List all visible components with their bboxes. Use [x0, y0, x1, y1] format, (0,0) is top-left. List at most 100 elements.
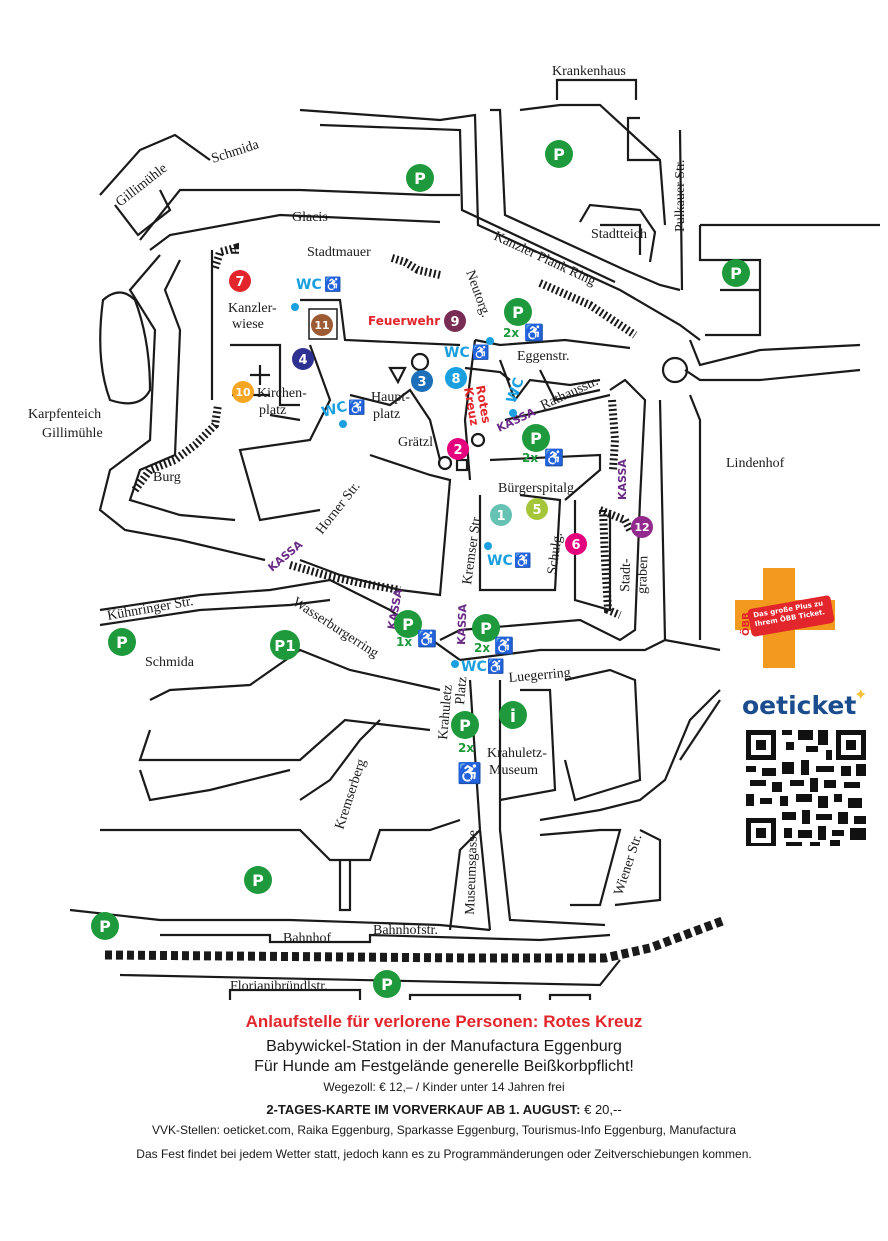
parking-marker[interactable]: P 2x ♿	[503, 298, 544, 342]
label-karpfenteich-2: Gillimühle	[42, 426, 103, 441]
oebb-plus-badge: ÖBB Das große Plus zu Ihrem ÖBB Ticket.	[735, 568, 835, 668]
wheelchair-icon: ♿	[494, 636, 514, 655]
wc-marker: WC ♿	[451, 658, 504, 675]
wc-marker: WC ♿	[291, 276, 341, 311]
dog-muzzle-notice: Für Hunde am Festgelände generelle Beißk…	[254, 1058, 634, 1075]
location-3[interactable]: 3	[411, 370, 433, 392]
oebb-brand: ÖBB	[738, 612, 752, 636]
festival-map: Krankenhaus Schmida Gillimühle Glacis St…	[28, 64, 880, 1000]
svg-text:3: 3	[417, 375, 426, 390]
parking-marker[interactable]: P	[108, 628, 136, 656]
label-hauptplatz-2: platz	[373, 407, 400, 422]
kassa-marker: KASSA	[616, 459, 629, 500]
label-hauptplatz-1: Haupt-	[371, 390, 410, 405]
oeticket-qr[interactable]: oeticket ✦	[742, 686, 872, 846]
parking-marker[interactable]: P 1x ♿	[394, 610, 437, 649]
label-gillimuehle: Gillimühle	[113, 161, 170, 210]
label-buergerspitalg: Bürgerspitalg.	[498, 481, 577, 496]
wc-markers: WC ♿ WC ♿ WC ♿ WC WC ♿ WC ♿	[291, 276, 531, 675]
location-4[interactable]: 4	[292, 348, 314, 370]
svg-text:P: P	[730, 264, 742, 283]
svg-text:10: 10	[235, 386, 251, 399]
location-9[interactable]: 9	[444, 310, 466, 332]
wheelchair-icon: ♿	[457, 761, 482, 785]
toll-notice: Wegezoll: € 12,– / Kinder unter 14 Jahre…	[323, 1080, 565, 1094]
label-kirchenplatz-2: platz	[259, 403, 286, 418]
location-11[interactable]: 11	[308, 308, 338, 340]
svg-text:WC: WC	[320, 399, 349, 421]
svg-text:P: P	[459, 716, 471, 735]
parking-marker[interactable]: P	[406, 164, 434, 192]
wheelchair-icon: ♿	[524, 323, 544, 342]
svg-text:2x: 2x	[458, 741, 474, 755]
wheelchair-icon: ♿	[348, 399, 365, 416]
parking-marker-p1[interactable]: P1	[270, 630, 300, 660]
wc-marker: WC ♿	[484, 542, 531, 569]
label-horner: Horner Str.	[313, 479, 363, 537]
location-10[interactable]: 10	[232, 381, 254, 403]
label-florianibruendlstr: Florianibründlstr.	[230, 979, 328, 994]
parking-marker[interactable]: P	[244, 866, 272, 894]
location-2[interactable]: 2	[447, 438, 469, 460]
location-6[interactable]: 6	[565, 533, 587, 555]
svg-text:P: P	[530, 429, 542, 448]
wheelchair-icon: ♿	[514, 552, 531, 569]
svg-text:P: P	[252, 871, 264, 890]
location-5[interactable]: 5	[526, 498, 548, 520]
label-pulkauer: Pulkauer Str.	[673, 160, 688, 232]
wheelchair-icon: ♿	[487, 658, 504, 675]
weather-notice: Das Fest findet bei jedem Wetter statt, …	[136, 1147, 752, 1161]
tourist-info-marker[interactable]: i	[499, 701, 527, 729]
parking-marker[interactable]: P 2x ♿	[472, 614, 514, 655]
parking-marker[interactable]: P 2x ♿	[451, 711, 482, 785]
wheelchair-icon: ♿	[472, 344, 489, 361]
svg-text:WC: WC	[296, 277, 322, 293]
kassa-marker: KASSA	[455, 603, 469, 645]
label-stadtgraben-1: Stadt-	[618, 558, 634, 592]
fire-station-label: Feuerwehr	[368, 314, 440, 328]
location-12[interactable]: 12	[631, 516, 653, 538]
wheelchair-icon: ♿	[324, 276, 341, 293]
svg-text:WC: WC	[444, 345, 470, 361]
baby-changing-notice: Babywickel-Station in der Manufactura Eg…	[266, 1038, 622, 1055]
label-schmida-bottom: Schmida	[145, 655, 195, 670]
label-kanzlerwiese-1: Kanzler-	[228, 301, 277, 316]
label-graetzl: Grätzl	[398, 435, 433, 450]
location-1[interactable]: 1	[490, 504, 512, 526]
label-krahuletz-museum-1: Krahuletz-	[487, 746, 547, 761]
label-stadtteich: Stadtteich	[591, 227, 647, 242]
svg-text:9: 9	[450, 315, 459, 330]
svg-text:P: P	[116, 633, 128, 652]
label-bahnhofstr: Bahnhofstr.	[373, 923, 438, 938]
parking-marker[interactable]: P 2x ♿	[522, 424, 564, 467]
location-8[interactable]: 8	[445, 367, 467, 389]
parking-marker[interactable]: P	[722, 259, 750, 287]
parking-marker[interactable]: P	[91, 912, 119, 940]
info-panel: Anlaufstelle für verlorene Personen: Rot…	[0, 1010, 888, 1161]
wc-marker: WC ♿	[320, 399, 365, 428]
svg-text:6: 6	[571, 538, 580, 553]
label-krahuletz-platz-1: Krahuletz	[436, 684, 456, 740]
svg-text:P: P	[402, 615, 414, 634]
svg-text:1x: 1x	[396, 635, 412, 649]
location-7[interactable]: 7	[229, 270, 251, 292]
svg-text:5: 5	[532, 503, 541, 518]
label-schmida-top: Schmida	[210, 137, 262, 167]
label-kirchenplatz-1: Kirchen-	[257, 386, 307, 401]
label-krahuletz-platz-2: Platz	[453, 676, 470, 705]
svg-text:12: 12	[634, 521, 649, 534]
label-kuehnringer: Kühnringer Str.	[106, 594, 194, 624]
svg-text:2x: 2x	[503, 326, 519, 340]
svg-text:2x: 2x	[522, 451, 538, 465]
qr-code	[746, 730, 866, 846]
svg-text:P: P	[381, 975, 393, 994]
label-krankenhaus: Krankenhaus	[552, 64, 626, 79]
parking-marker[interactable]: P	[373, 970, 401, 998]
label-kanzler-plank-ring: Kanzler Plank Ring	[491, 229, 597, 289]
parking-marker[interactable]: P	[545, 140, 573, 168]
label-eggenstr: Eggenstr.	[517, 349, 570, 364]
label-burg: Burg	[153, 470, 181, 485]
svg-text:P1: P1	[274, 637, 295, 655]
svg-text:i: i	[510, 706, 516, 727]
svg-text:P: P	[553, 145, 565, 164]
